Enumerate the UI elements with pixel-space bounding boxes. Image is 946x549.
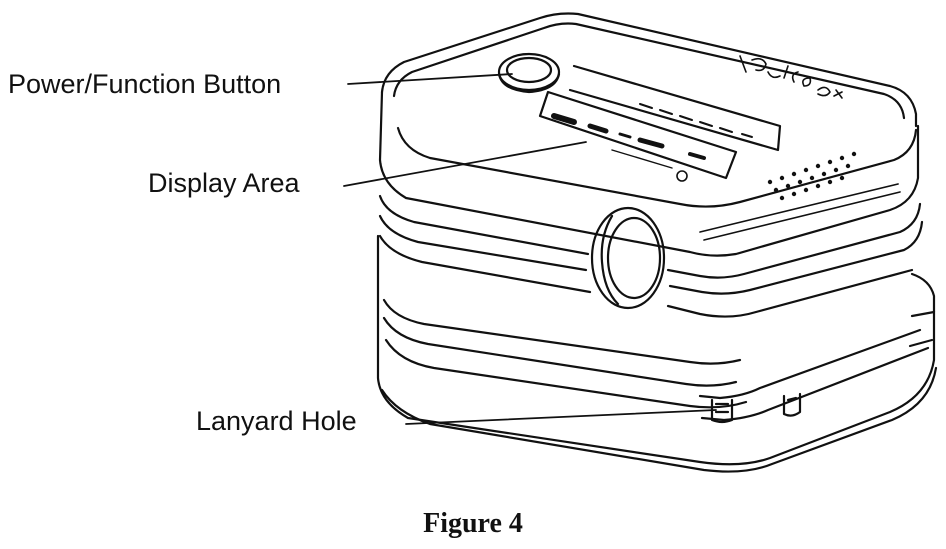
leader-lines [343,73,717,425]
callout-lanyard-hole: Lanyard Hole [196,406,357,436]
callout-power-function-button: Power/Function Button [8,69,282,99]
figure-caption: Figure 4 [423,508,523,539]
lanyard-leader-line [405,409,717,425]
power-function-button [497,52,561,94]
upper-housing [378,12,924,318]
callout-display-area: Display Area [148,168,300,198]
speaker-grille [767,151,857,201]
brand-logo [739,55,843,99]
lower-housing [376,234,938,473]
hinge-knob [590,206,666,310]
power-leader-line [347,73,513,85]
display-window [538,64,782,182]
display-leader-line [343,141,587,187]
lanyard-hole [710,392,802,424]
